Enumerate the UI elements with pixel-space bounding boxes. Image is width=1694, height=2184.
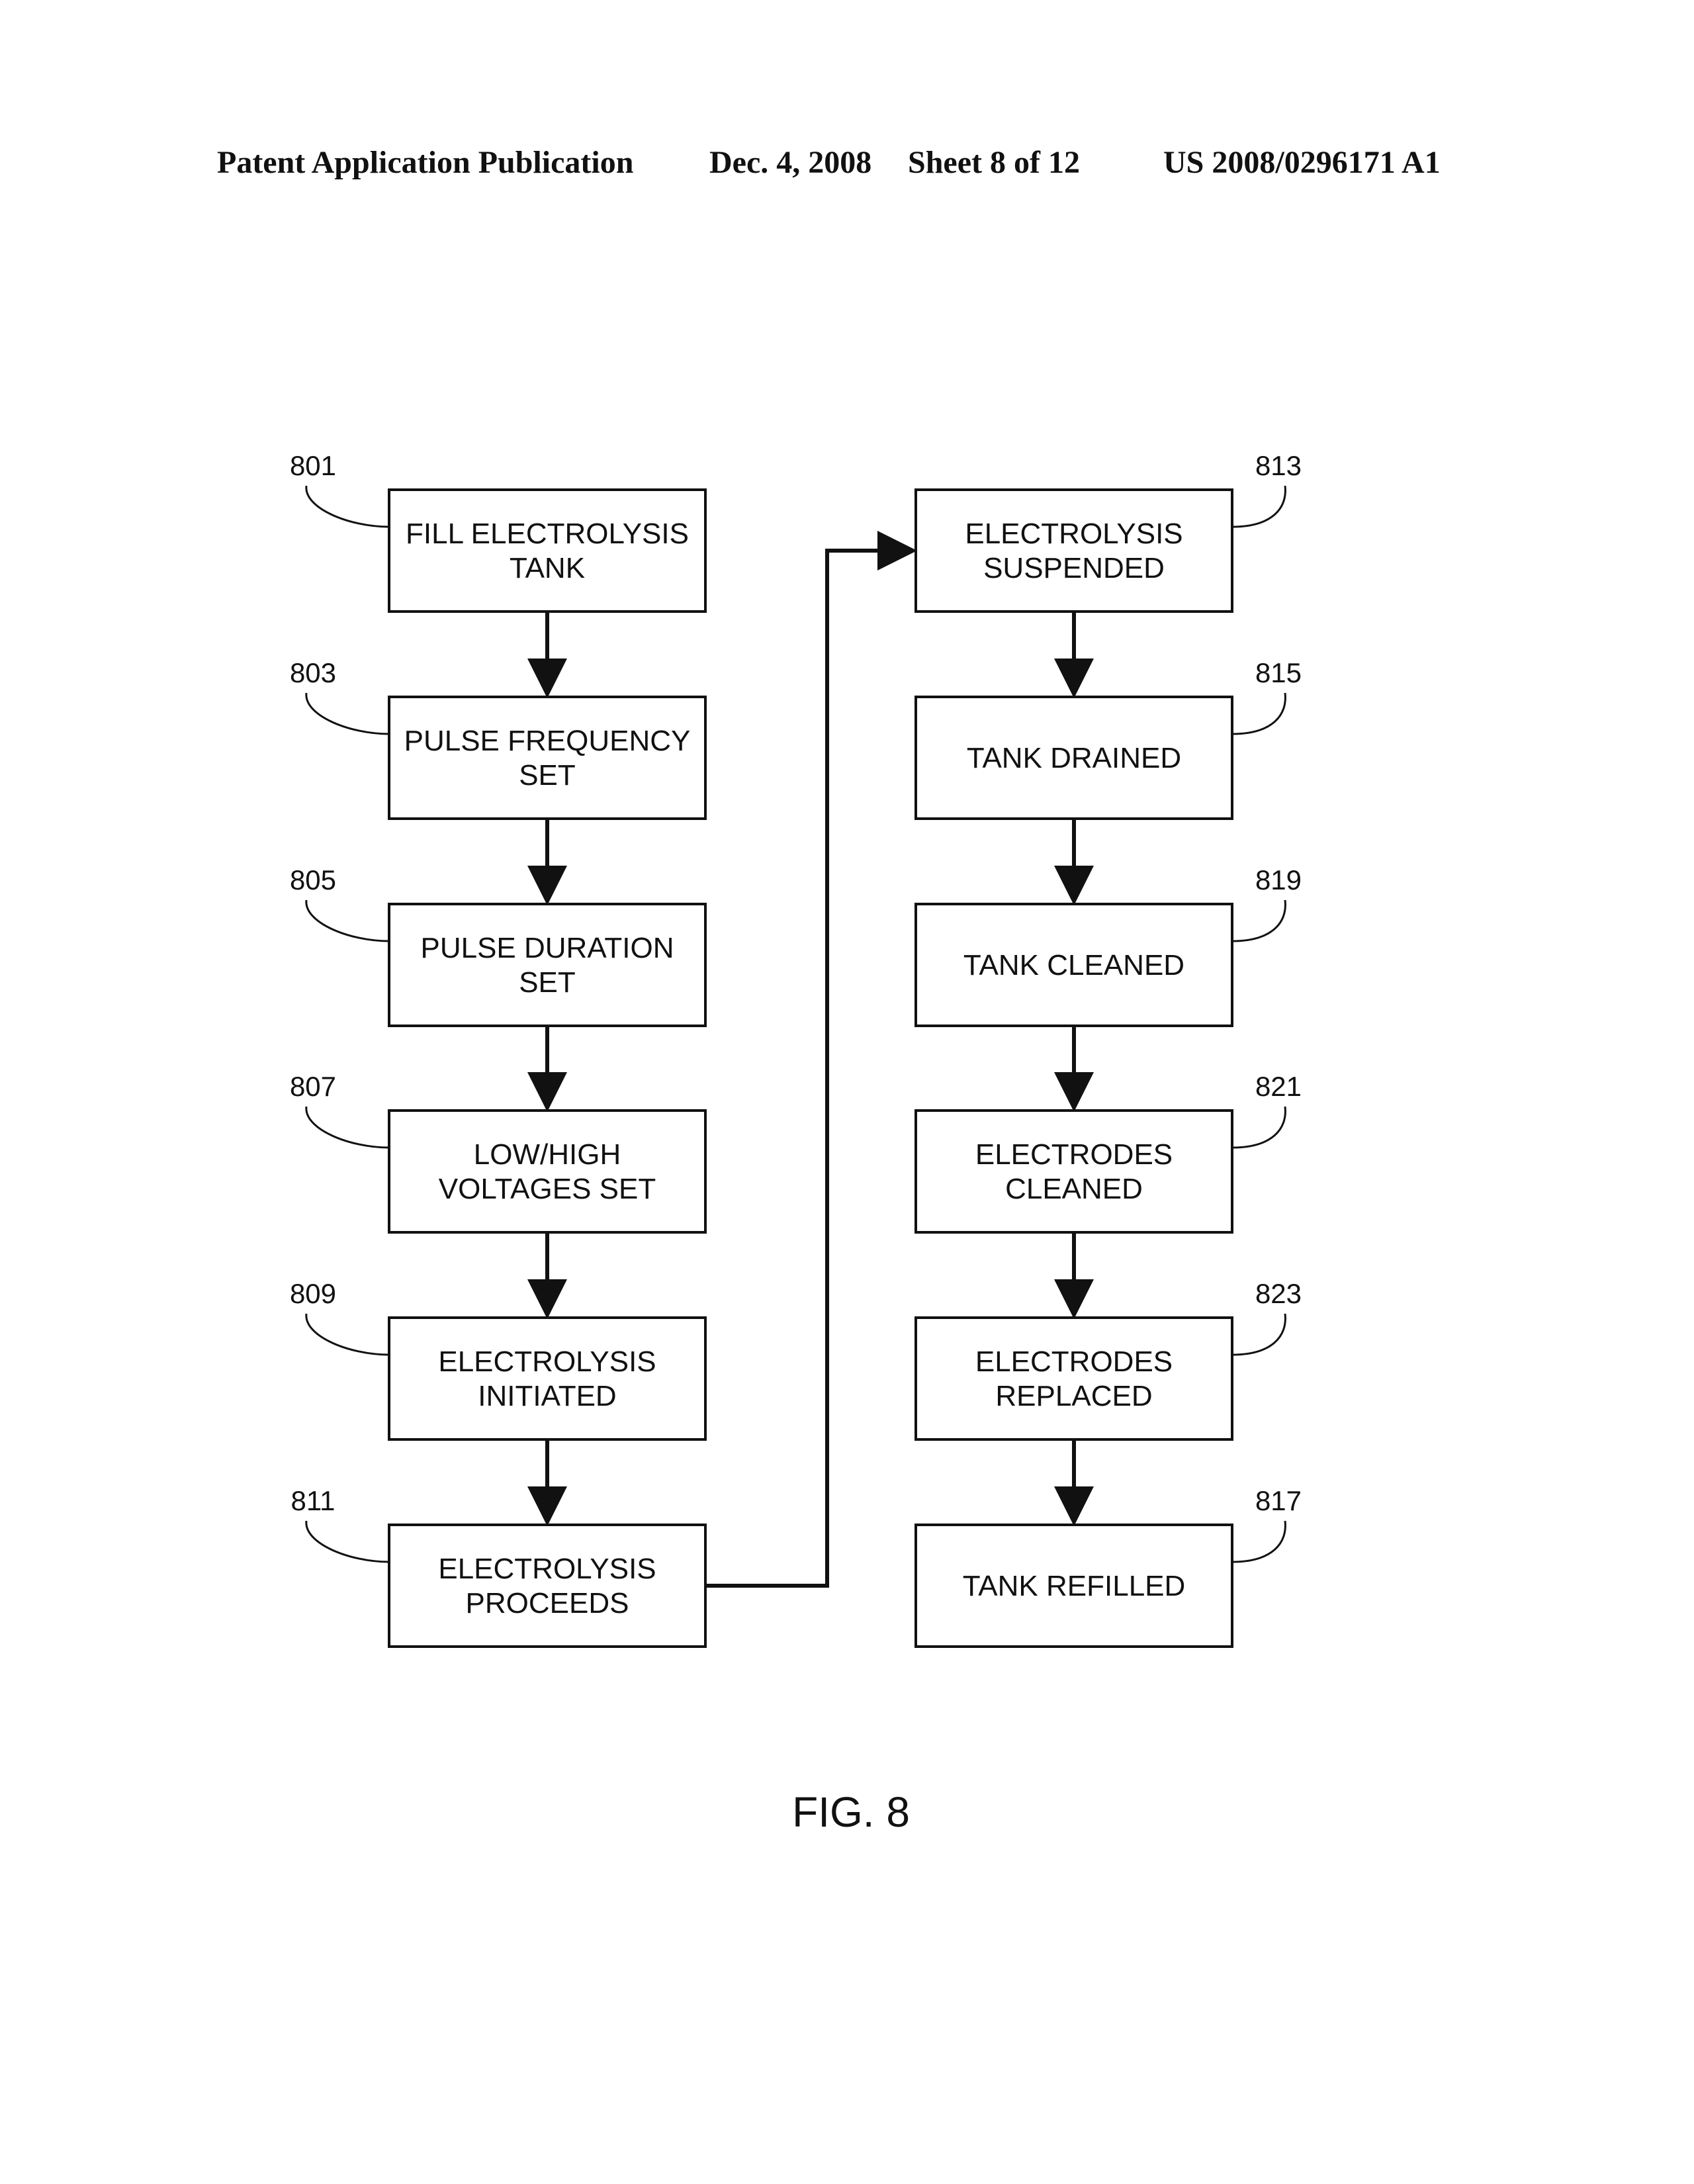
leader-line bbox=[1232, 1314, 1285, 1355]
step-label: ELECTROLYSIS bbox=[438, 1553, 656, 1585]
reference-numeral: 807 bbox=[290, 1071, 336, 1102]
step-label: FILL ELECTROLYSIS bbox=[406, 518, 689, 550]
step-label: SET bbox=[519, 759, 576, 792]
step-label: SET bbox=[519, 966, 576, 999]
reference-numeral: 815 bbox=[1255, 657, 1302, 688]
leader-line bbox=[1232, 486, 1285, 527]
step-807: LOW/HIGHVOLTAGES SET 807 bbox=[290, 1071, 705, 1232]
reference-numeral: 803 bbox=[290, 657, 336, 688]
reference-numeral: 823 bbox=[1255, 1278, 1302, 1309]
leader-line bbox=[306, 1107, 389, 1148]
leader-line bbox=[1232, 900, 1285, 941]
leader-line bbox=[306, 1314, 389, 1355]
step-label: ELECTROLYSIS bbox=[965, 518, 1182, 550]
step-821: ELECTRODESCLEANED 821 bbox=[916, 1071, 1302, 1232]
step-815: TANK DRAINED 815 bbox=[916, 657, 1302, 819]
reference-numeral: 813 bbox=[1255, 450, 1302, 481]
step-label: ELECTROLYSIS bbox=[438, 1345, 656, 1378]
leader-line bbox=[1232, 1107, 1285, 1148]
leader-line bbox=[306, 693, 389, 734]
step-box bbox=[389, 1525, 705, 1647]
step-811: ELECTROLYSISPROCEEDS 811 bbox=[291, 1485, 705, 1647]
reference-numeral: 811 bbox=[291, 1485, 335, 1516]
reference-numeral: 821 bbox=[1255, 1071, 1302, 1102]
reference-numeral: 809 bbox=[290, 1278, 336, 1309]
step-box bbox=[916, 1111, 1232, 1232]
step-label: TANK CLEANED bbox=[963, 949, 1184, 981]
flow-steps: FILL ELECTROLYSISTANK801PULSE FREQUENCYS… bbox=[290, 450, 1302, 1647]
step-813: ELECTROLYSISSUSPENDED 813 bbox=[916, 450, 1302, 612]
step-box bbox=[389, 1111, 705, 1232]
step-823: ELECTRODESREPLACED 823 bbox=[916, 1278, 1302, 1439]
reference-numeral: 817 bbox=[1255, 1485, 1302, 1516]
step-label: PULSE DURATION bbox=[420, 932, 674, 964]
step-label: VOLTAGES SET bbox=[439, 1173, 656, 1205]
flow-arrow-811-813 bbox=[705, 551, 913, 1586]
step-801: FILL ELECTROLYSISTANK 801 bbox=[290, 450, 705, 612]
step-box bbox=[916, 490, 1232, 612]
step-819: TANK CLEANED 819 bbox=[916, 864, 1302, 1026]
leader-line bbox=[306, 1521, 389, 1562]
step-805: PULSE DURATIONSET 805 bbox=[290, 864, 705, 1026]
reference-numeral: 805 bbox=[290, 864, 336, 895]
leader-line bbox=[306, 900, 389, 941]
step-809: ELECTROLYSISINITIATED 809 bbox=[290, 1278, 705, 1439]
step-label: TANK REFILLED bbox=[963, 1570, 1186, 1602]
step-label: SUSPENDED bbox=[983, 552, 1165, 584]
step-label: TANK DRAINED bbox=[967, 742, 1181, 774]
step-label: CLEANED bbox=[1005, 1173, 1143, 1205]
reference-numeral: 801 bbox=[290, 450, 336, 481]
step-box bbox=[389, 697, 705, 819]
step-label: TANK bbox=[510, 552, 585, 584]
step-label: PROCEEDS bbox=[466, 1587, 629, 1619]
step-label: PULSE FREQUENCY bbox=[404, 725, 691, 757]
figure-label: FIG. 8 bbox=[792, 1788, 910, 1836]
step-box bbox=[389, 490, 705, 612]
reference-numeral: 819 bbox=[1255, 864, 1302, 895]
leader-line bbox=[1232, 693, 1285, 734]
leader-line bbox=[306, 486, 389, 527]
step-label: ELECTRODES bbox=[975, 1345, 1173, 1378]
step-box bbox=[389, 904, 705, 1026]
step-label: INITIATED bbox=[478, 1380, 616, 1412]
step-label: ELECTRODES bbox=[975, 1138, 1173, 1171]
step-box bbox=[916, 1318, 1232, 1439]
step-817: TANK REFILLED 817 bbox=[916, 1485, 1302, 1647]
step-box bbox=[389, 1318, 705, 1439]
step-label: REPLACED bbox=[995, 1380, 1152, 1412]
leader-line bbox=[1232, 1521, 1285, 1562]
step-label: LOW/HIGH bbox=[474, 1138, 621, 1171]
step-803: PULSE FREQUENCYSET 803 bbox=[290, 657, 705, 819]
